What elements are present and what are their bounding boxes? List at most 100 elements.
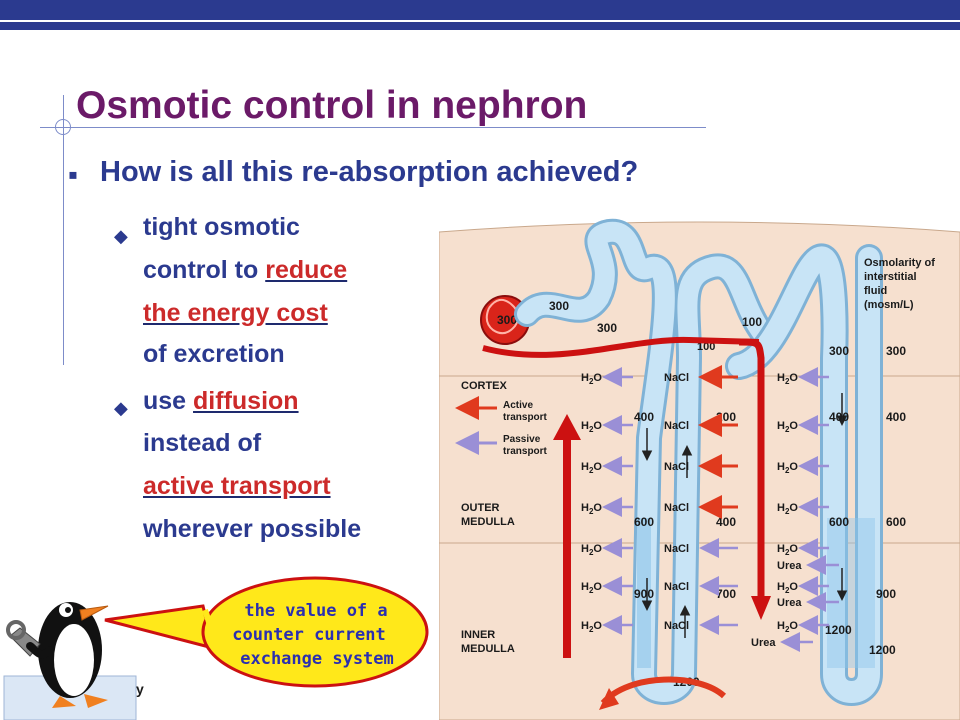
title-rule-horizontal [40,127,706,128]
inner-medulla-label: MEDULLA [461,643,515,655]
penguin-foot [52,696,76,708]
point1-line2-text: control to [143,256,266,284]
point2-line3: active transport [143,472,331,500]
osmolarity-value: 600 [886,515,906,529]
penguin-flipper [26,642,54,659]
slide-title: Osmotic control in nephron [76,84,588,127]
diamond-bullet-icon: ◆ [114,398,128,418]
urea-label: Urea [777,597,802,609]
prox-value: 300 [549,299,569,313]
salt-label: NaCl [664,502,689,514]
down-arrowhead-icon [751,596,771,620]
callout-bubble: the value of a counter current exchange … [104,576,429,688]
water-label: H2O [777,502,798,516]
distal-value: 100 [742,315,762,329]
loop-arrowhead-icon [599,688,619,710]
callout-line1: the value of a [244,601,387,621]
crosshair-circle-icon [55,119,71,135]
collecting-duct [728,246,880,703]
callout-ellipse [201,576,429,688]
point1-line3: the energy cost [143,299,328,327]
salt-label: NaCl [664,543,689,555]
water-label: H2O [777,581,798,595]
descending-flow-arrow [738,338,765,598]
penguin-belly [54,624,94,696]
osmolarity-value: 300 [886,344,906,358]
inner-medulla-label: INNER [461,629,495,641]
collecting-value: 600 [829,515,849,529]
point2-line4: wherever possible [143,515,362,543]
water-label: H2O [581,420,602,434]
wrench-head [6,620,26,640]
ascending-value: 400 [716,515,736,529]
penguin-mascot-icon: y [3,602,144,720]
urea-label: Urea [751,637,776,649]
point1-line1: tight osmotic [143,213,300,241]
osmolarity-value: 900 [876,587,896,601]
salt-label: NaCl [664,372,689,384]
collecting-bottom-value: 1200 [825,623,852,637]
penguin-beak [79,605,109,621]
diffusion-highlight: diffusion [193,387,299,415]
callout-line3: exchange system [240,649,394,669]
collecting-duct-deep [827,518,875,668]
nephron-tubule [517,221,779,702]
point1-line2: control to reduce [143,253,347,287]
callout-line2: counter current [232,625,386,645]
water-label: H2O [777,372,798,386]
reduce-highlight: reduce [265,256,348,284]
osmolarity-title: fluid [864,285,887,297]
water-label: H2O [581,543,602,557]
urea-exchange: Urea Urea Urea [751,555,839,652]
outer-medulla-label: OUTER [461,502,500,514]
square-bullet-icon: ▪ [68,159,78,190]
water-label: H2O [777,420,798,434]
top-bar [0,0,960,20]
filtrate-flow-arrow [482,336,760,358]
water-label: H2O [581,372,602,386]
legend-active-label: Active [503,400,533,411]
water-label: H2O [581,620,602,634]
descending-value: 600 [634,515,654,529]
up-arrowhead-icon [553,414,581,440]
salt-label: NaCl [664,620,689,632]
water-label: H2O [581,581,602,595]
descending-limb-deep [637,518,651,668]
glomerulus-value: 300 [497,313,517,327]
top-bar-stripe [0,22,960,30]
salt-label: NaCl [664,461,689,473]
point1-line4: of excretion [143,340,285,368]
legend-passive-label: transport [503,446,548,457]
penguin-foot [84,694,108,708]
water-label: H2O [581,461,602,475]
descending-value: 400 [634,410,654,424]
water-label: H2O [777,461,798,475]
urea-label: Urea [777,560,802,572]
outer-medulla-label: MEDULLA [461,516,515,528]
water-exchange-collecting: H2O H2O H2O H2O H2O H2O H2O [777,367,829,635]
point2-line1-text: use [143,387,194,415]
point2-line1: use diffusion [143,384,299,418]
descending-value: 900 [634,587,654,601]
collecting-value: 400 [829,410,849,424]
top-ascending-value: 100 [697,341,715,353]
osmolarity-title: interstitial [864,271,917,283]
penguin-pupil [65,607,71,613]
ascending-value: 200 [716,410,736,424]
osmolarity-value: 1200 [869,643,896,657]
osmolarity-value: 400 [886,410,906,424]
loop-turn-arrow [600,676,727,706]
prox-value: 300 [597,321,617,335]
water-exchange-descending: H2O H2O H2O H2O H2O H2O H2O [581,367,633,635]
legend-passive-label: Passive [503,434,541,445]
salt-exchange-ascending: NaCl NaCl NaCl NaCl NaCl NaCl NaCl [664,365,738,635]
legend-active-label: transport [503,412,548,423]
capillary-knot-icon [485,298,520,335]
nephron-diagram: 300 300 300 100 100 400 600 900 200 400 … [439,218,960,720]
title-rule-vertical [63,95,64,365]
corner-letter: y [136,681,144,697]
salt-label: NaCl [664,420,689,432]
water-label: H2O [777,543,798,557]
point2-line2: instead of [143,429,262,457]
ascending-value: 700 [716,587,736,601]
